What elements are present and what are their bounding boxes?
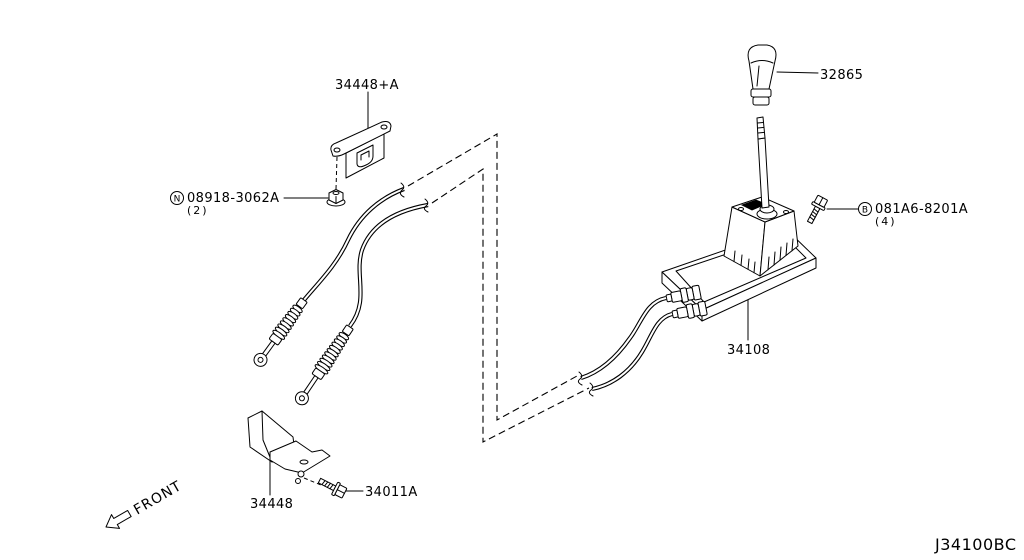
part-label-bracket-upper: 34448+A	[335, 78, 399, 93]
select-cable-upper	[348, 198, 429, 328]
cable-end-boot-select	[294, 324, 354, 406]
shift-cable-lower	[577, 295, 667, 386]
part-label-bracket-lower: 34448	[250, 497, 293, 512]
n-symbol-icon	[170, 191, 184, 205]
nut-symbol: N	[174, 195, 181, 205]
housing-bolt-quantity: (4)	[875, 215, 897, 228]
b-symbol-icon	[858, 202, 872, 216]
bracket-lower	[247, 410, 331, 484]
cable-end-boot-shift	[253, 297, 308, 367]
assembly-line-nut	[335, 156, 338, 190]
leader-shift-knob	[776, 71, 819, 74]
nut-callout: N 08918-3062A (2)	[170, 191, 279, 217]
shift-lever-rod	[756, 116, 770, 209]
front-indicator: FRONT	[105, 478, 185, 529]
front-label: FRONT	[131, 478, 185, 518]
cable-continuation-outer	[407, 133, 578, 421]
select-cable-lower	[588, 311, 673, 397]
bolt-bracket	[317, 477, 348, 499]
nut-part	[326, 189, 346, 207]
cable-break-mark	[399, 182, 405, 198]
cable-break-mark	[588, 382, 594, 397]
bracket-upper	[330, 121, 392, 179]
bracket-hole	[380, 124, 388, 130]
part-label-nut: 08918-3062A	[187, 191, 279, 206]
part-label-shift-knob: 32865	[820, 68, 863, 83]
part-label-control-device: 34108	[727, 343, 770, 358]
shift-cable-upper	[302, 182, 405, 302]
part-label-bracket-bolt: 34011A	[365, 485, 418, 500]
bolt-symbol: B	[862, 206, 868, 216]
cable-continuation-inner	[431, 167, 590, 443]
assembly-line-bolt	[303, 477, 322, 486]
cable-port-upper	[665, 284, 702, 303]
shift-knob	[747, 44, 777, 106]
housing-bolt-callout: B 081A6-8201A (4)	[858, 202, 968, 228]
part-label-housing-bolt: 081A6-8201A	[875, 202, 968, 217]
cable-break-mark	[423, 198, 429, 213]
bracket-hole	[333, 147, 341, 153]
cable-port-lower	[671, 300, 708, 319]
cable-break-mark	[577, 371, 583, 386]
bolt-housing	[806, 194, 828, 225]
front-arrow-icon	[105, 509, 132, 529]
nut-quantity: (2)	[187, 204, 209, 217]
diagram-code: J34100BC	[934, 535, 1016, 554]
